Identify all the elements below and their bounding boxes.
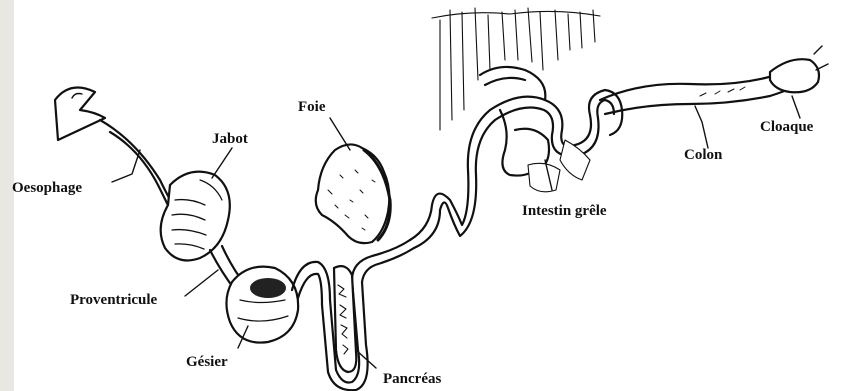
label-proventricule: Proventricule bbox=[70, 293, 157, 308]
label-cloaque: Cloaque bbox=[760, 120, 813, 135]
leader-proventricule bbox=[185, 270, 218, 296]
label-jabot: Jabot bbox=[212, 132, 248, 147]
label-pancreas: Pancréas bbox=[383, 372, 441, 387]
label-colon: Colon bbox=[684, 148, 722, 163]
pancreas-drawing bbox=[334, 266, 356, 372]
beak-drawing bbox=[55, 88, 105, 141]
label-oesophage: Oesophage bbox=[12, 181, 82, 196]
cloaca-drawing bbox=[770, 46, 828, 92]
leader-foie bbox=[330, 118, 350, 150]
leader-jabot bbox=[212, 148, 232, 178]
gizzard-drawing bbox=[226, 267, 298, 343]
mesentery-drawing bbox=[432, 8, 600, 192]
liver-drawing bbox=[316, 144, 391, 243]
label-intestin-grele: Intestin grêle bbox=[522, 204, 607, 219]
leader-oesophage bbox=[112, 150, 140, 182]
label-foie: Foie bbox=[298, 100, 326, 115]
leader-cloaque bbox=[792, 96, 800, 118]
leader-colon bbox=[695, 106, 708, 148]
label-gesier: Gésier bbox=[186, 355, 228, 370]
crop-drawing bbox=[161, 172, 230, 261]
small-intestine-drawing bbox=[410, 67, 622, 248]
